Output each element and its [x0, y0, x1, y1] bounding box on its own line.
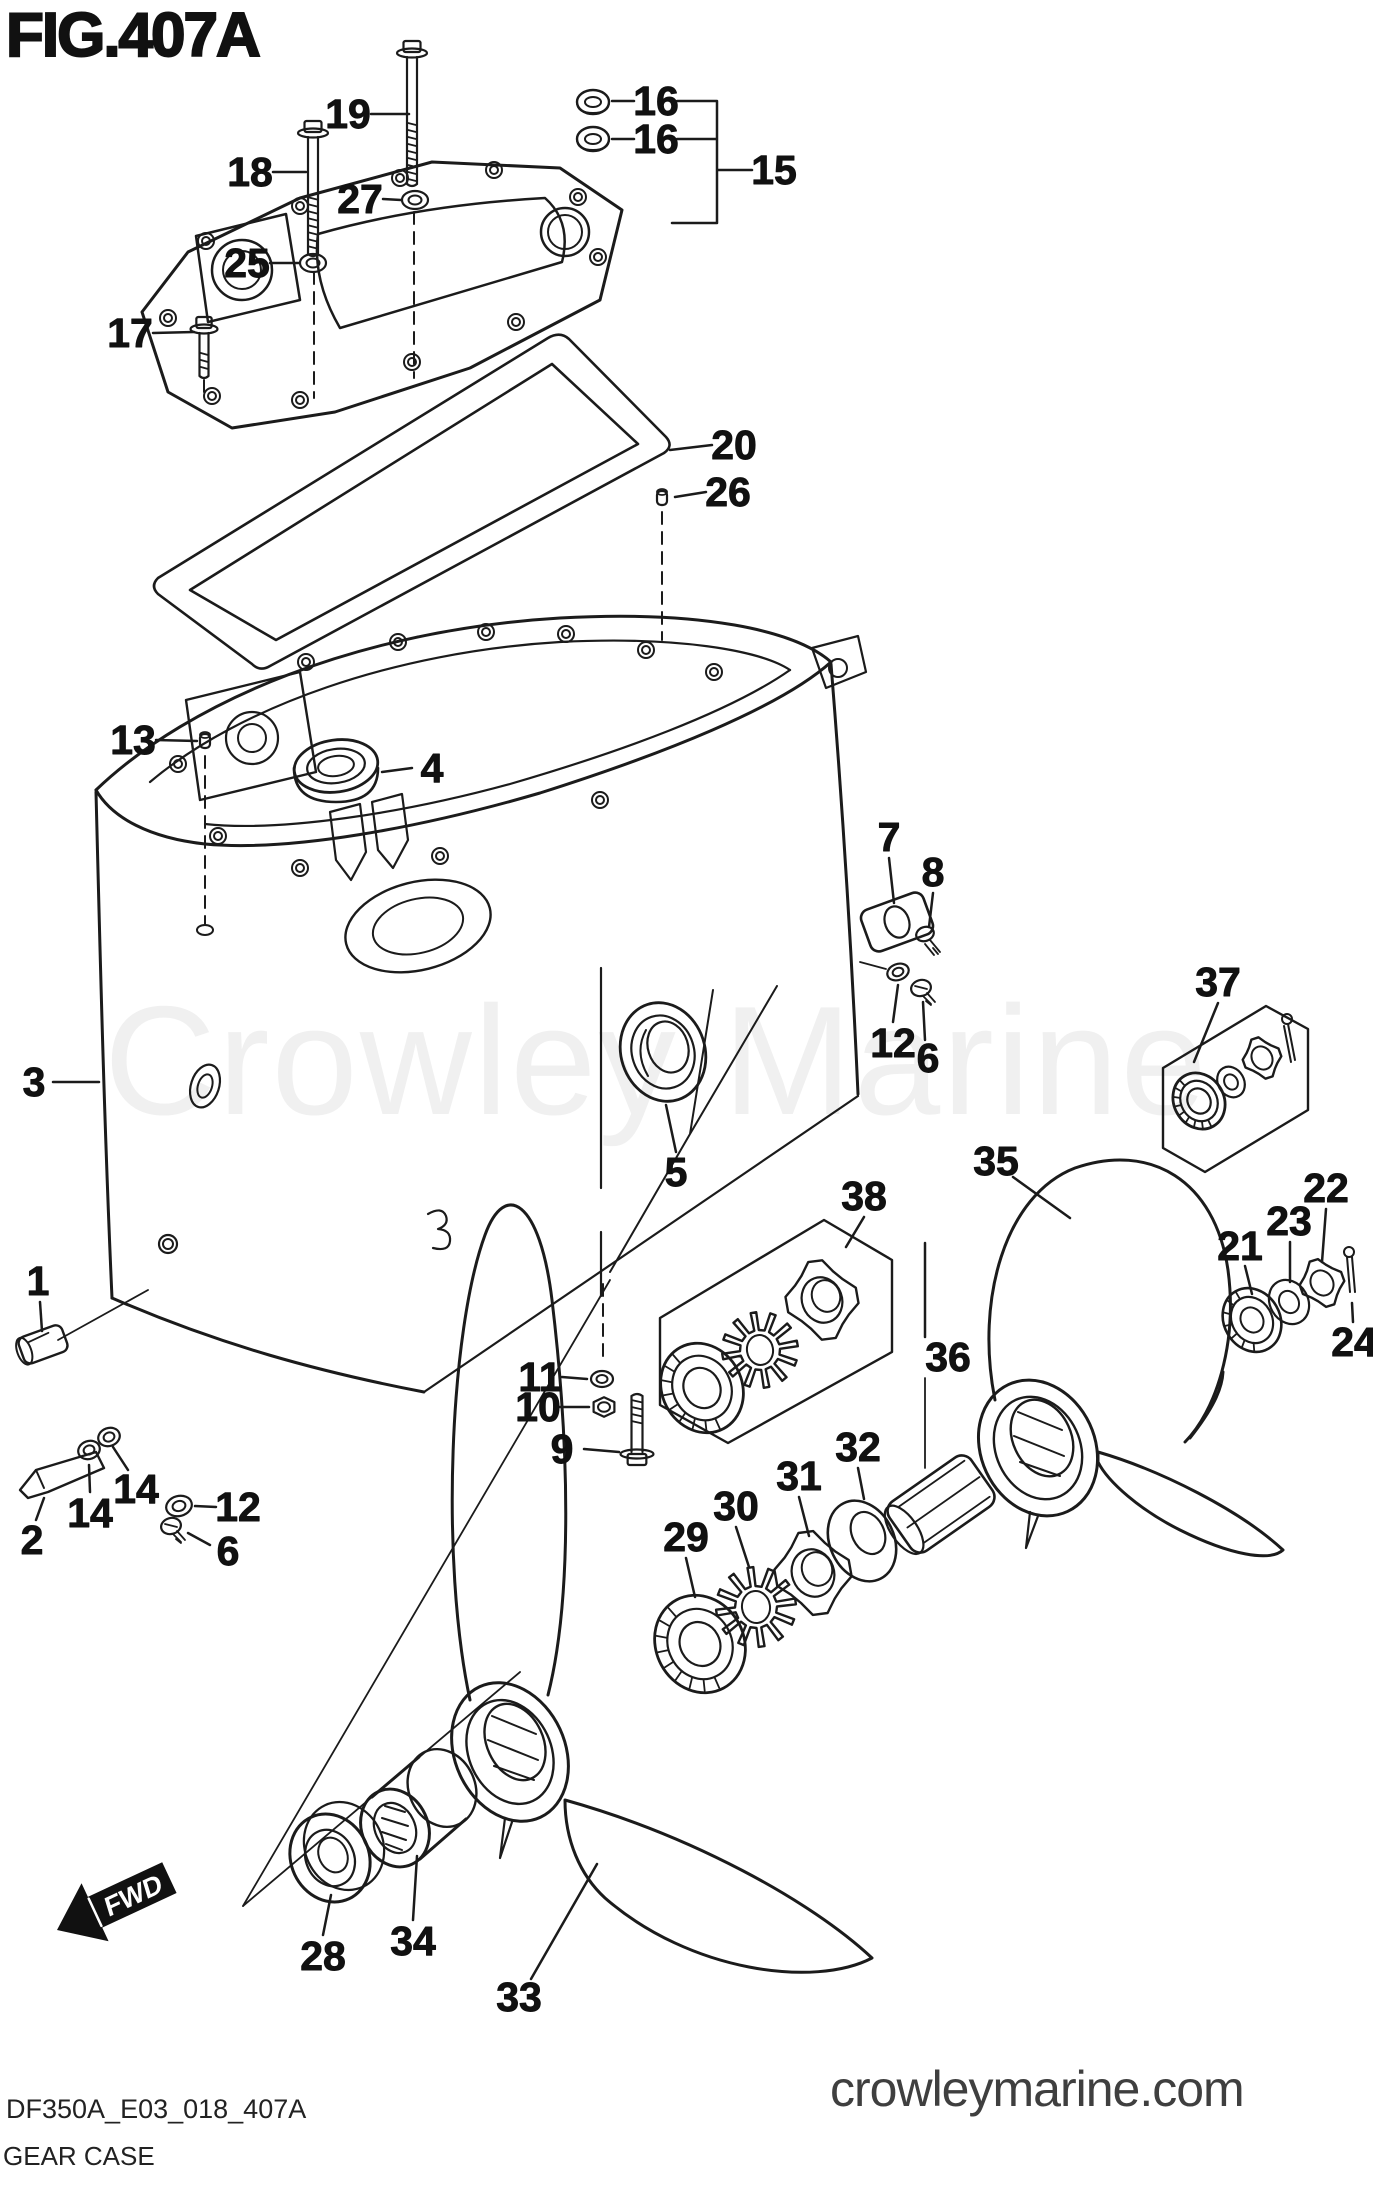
part-callout-3[interactable]: 3 [22, 1059, 46, 1106]
leader-line-12r [891, 983, 900, 1024]
propeller-bushing-34 [359, 1747, 478, 1869]
fwd-text: FWD [101, 1867, 166, 1923]
part-callout-6r[interactable]: 6 [916, 1035, 940, 1082]
part-callout-36[interactable]: 36 [925, 1334, 972, 1381]
part-callout-16a[interactable]: 16 [633, 78, 680, 125]
propeller-33 [450, 1203, 874, 1974]
leader-line-30 [734, 1525, 751, 1569]
gear-case-gasket [152, 333, 671, 670]
leader-line-24 [1350, 1301, 1355, 1324]
propshaft-spacer [883, 1454, 996, 1556]
leader-line-2 [34, 1496, 46, 1522]
part-callout-14b[interactable]: 14 [113, 1466, 160, 1513]
part-callout-12l[interactable]: 12 [215, 1484, 262, 1531]
leader-line-4 [380, 766, 414, 774]
propshaft-kit-box-37 [1161, 1004, 1310, 1174]
part-callout-11[interactable]: 11 [518, 1354, 562, 1401]
part-callout-26[interactable]: 26 [705, 469, 752, 516]
part-callout-19[interactable]: 19 [325, 91, 372, 138]
leader-line-37 [1192, 1001, 1220, 1064]
propeller-35 [976, 1158, 1285, 1558]
part-callout-20[interactable]: 20 [711, 422, 758, 469]
site-name: crowleymarine.com [830, 2061, 1245, 2117]
leader-line-22 [1320, 1207, 1328, 1264]
part-callout-6l[interactable]: 6 [216, 1528, 240, 1575]
part-callout-1[interactable]: 1 [26, 1258, 50, 1305]
leader-line-38 [844, 1215, 866, 1249]
leader-line-32 [856, 1466, 866, 1501]
part-callout-31[interactable]: 31 [776, 1453, 823, 1500]
leader-line-1 [38, 1300, 44, 1333]
part-callout-18[interactable]: 18 [227, 149, 274, 196]
part-callout-33[interactable]: 33 [496, 1974, 543, 2021]
leader-line-8 [927, 891, 935, 929]
figure-number-title: FIG.407A [5, 0, 262, 71]
leader-line-6l [186, 1531, 212, 1547]
part-callout-34[interactable]: 34 [390, 1918, 437, 1965]
part-callout-28[interactable]: 28 [300, 1933, 347, 1980]
leader-line-14a [87, 1463, 92, 1494]
part-callout-17[interactable]: 17 [107, 310, 154, 357]
part-callout-32[interactable]: 32 [835, 1424, 882, 1471]
part-callout-22[interactable]: 22 [1303, 1165, 1350, 1212]
part-callout-14a[interactable]: 14 [67, 1490, 114, 1537]
part-callout-23[interactable]: 23 [1266, 1198, 1313, 1245]
leader-line-35 [1011, 1175, 1072, 1220]
leader-line-33 [529, 1862, 599, 1981]
part-callout-8[interactable]: 8 [921, 849, 945, 896]
part-callout-12r[interactable]: 12 [870, 1020, 917, 1067]
alignment-dashed-lines [203, 211, 663, 1365]
part-callout-13[interactable]: 13 [110, 717, 157, 764]
part-callout-24[interactable]: 24 [1331, 1319, 1373, 1366]
fasteners [15, 39, 1356, 1695]
leader-line-28 [321, 1893, 333, 1937]
leader-line-7 [887, 856, 896, 905]
part-callout-21[interactable]: 21 [1217, 1223, 1264, 1270]
driveshaft-housing-plate [140, 160, 624, 430]
fwd-direction-marker: FWD [57, 1862, 177, 1942]
leader-line-26 [673, 490, 708, 499]
leader-line-31 [797, 1495, 811, 1538]
leader-line-21 [1243, 1264, 1254, 1296]
part-callout-16b[interactable]: 16 [633, 116, 680, 163]
part-callout-30[interactable]: 30 [713, 1483, 760, 1530]
part-callout-15[interactable]: 15 [751, 147, 798, 194]
figure-caption: GEAR CASE [3, 2141, 155, 2171]
leader-line-17 [151, 330, 196, 335]
leader-line-9 [582, 1447, 621, 1454]
leader-line-12l [193, 1504, 218, 1509]
leader-line-5 [664, 1103, 678, 1154]
leader-line-14b [111, 1445, 130, 1472]
part-callout-35[interactable]: 35 [973, 1138, 1020, 1185]
figure-file-code: DF350A_E03_018_407A [6, 2094, 307, 2124]
leader-line-27 [381, 197, 403, 202]
pin-hole [196, 924, 214, 936]
part-callout-5[interactable]: 5 [664, 1149, 688, 1196]
gear-case-housing [94, 614, 868, 1394]
leader-line-34 [411, 1854, 419, 1922]
leader-line-29 [684, 1556, 697, 1599]
part-callout-10[interactable]: 10 [515, 1384, 562, 1431]
part-callout-2[interactable]: 2 [20, 1517, 44, 1564]
part-callout-38[interactable]: 38 [841, 1173, 888, 1220]
part-callout-9[interactable]: 9 [550, 1426, 574, 1473]
leader-line-13 [154, 738, 199, 743]
part-callout-7[interactable]: 7 [877, 814, 901, 861]
part-callout-25[interactable]: 25 [224, 240, 271, 287]
part-callout-4[interactable]: 4 [420, 745, 444, 792]
leader-line-6r [921, 1000, 927, 1042]
part-callout-27[interactable]: 27 [337, 176, 384, 223]
propshaft-kit-box-38 [658, 1218, 894, 1445]
part-callout-29[interactable]: 29 [663, 1514, 710, 1561]
part-callout-37[interactable]: 37 [1195, 959, 1242, 1006]
gearcase-anode [859, 891, 935, 953]
leader-line-20 [668, 443, 714, 452]
leader-line-11 [560, 1375, 589, 1381]
